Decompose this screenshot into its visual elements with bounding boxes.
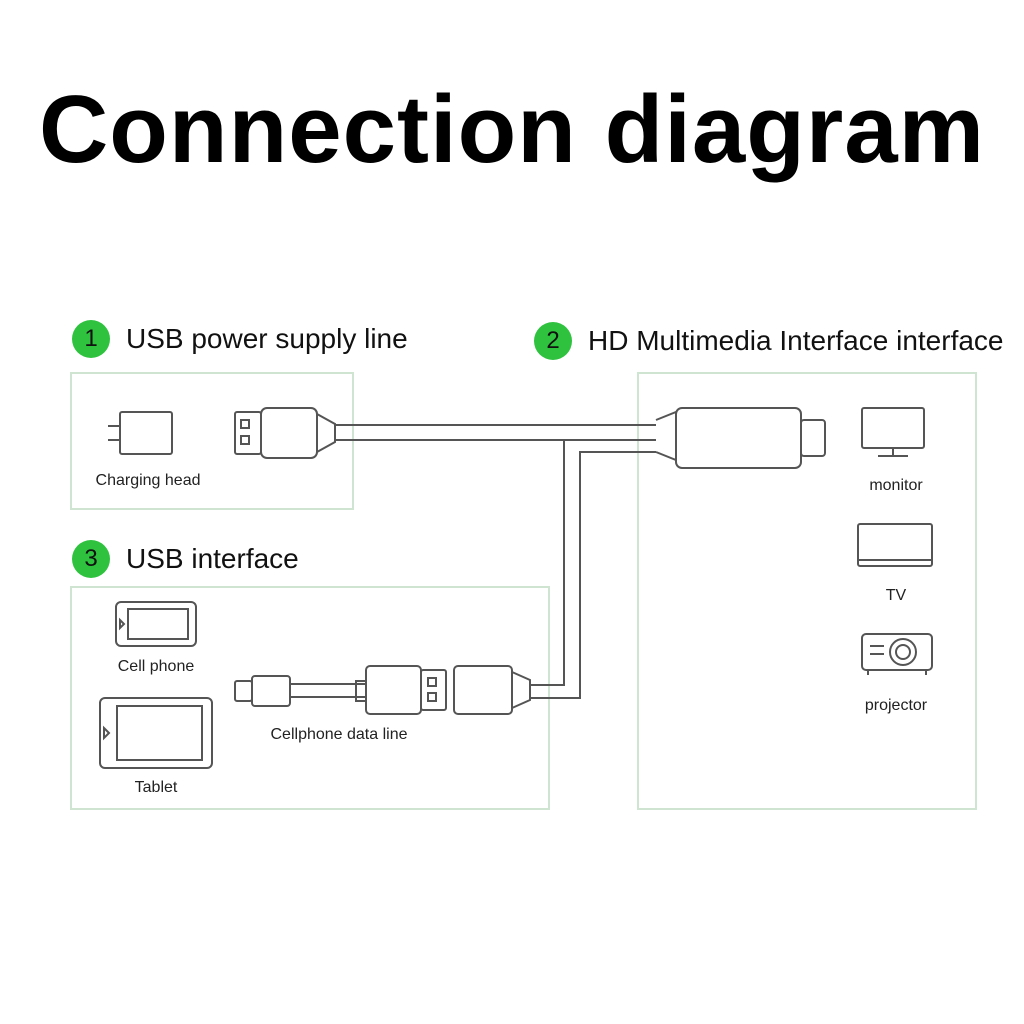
usb-plug-icon (234, 407, 336, 459)
section-1-header: 1 USB power supply line (72, 320, 408, 358)
cable-lines (290, 424, 656, 699)
data-line-usb-plug-icon (355, 665, 447, 715)
section-3-label: USB interface (126, 543, 299, 574)
projector-label: projector (864, 697, 928, 714)
projector-icon (861, 633, 933, 675)
monitor-icon (861, 407, 925, 457)
section-2-header: 2 HD Multimedia Interface interface (534, 322, 1004, 360)
tablet-icon (99, 697, 213, 769)
usb-socket-icon (453, 665, 531, 715)
cell-phone-icon (115, 601, 197, 647)
monitor-label: monitor (869, 477, 923, 494)
tv-icon (857, 523, 933, 567)
section-1-label: USB power supply line (126, 323, 408, 354)
tv-label: TV (885, 587, 907, 604)
section-3-header: 3 USB interface (72, 540, 299, 578)
hdmi-box (637, 372, 977, 810)
hdmi-connector-icon (655, 407, 826, 469)
micro-usb-plug-icon (234, 675, 291, 707)
charging-head-label: Charging head (95, 472, 201, 489)
step-3-badge: 3 (72, 540, 110, 578)
page-title: Connection diagram (38, 76, 986, 183)
step-2-badge: 2 (534, 322, 572, 360)
charging-head-icon (108, 411, 173, 455)
section-2-label: HD Multimedia Interface interface (588, 325, 1004, 356)
cell-phone-label: Cell phone (117, 658, 195, 675)
tablet-label: Tablet (134, 779, 178, 796)
step-1-badge: 1 (72, 320, 110, 358)
cellphone-data-line-label: Cellphone data line (270, 726, 408, 743)
